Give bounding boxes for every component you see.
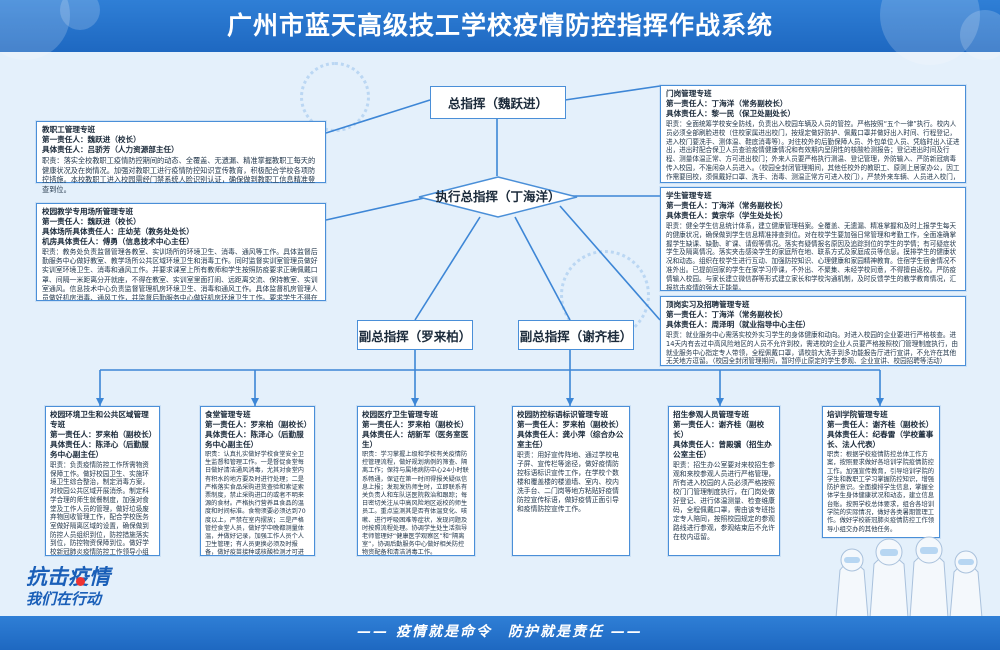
canteen-management-box: 食堂管理专班 第一责任人：罗来柏（副校长） 具体责任人：陈泽心（后勤服务中心副主…	[200, 406, 315, 556]
campaign-logo-subtitle: 我们在行动	[26, 590, 102, 608]
box-duty: 职责：招生办公室要对来校招生参观和来校参观人员进行严格管理，所有进入校园的人员必…	[673, 461, 775, 541]
environment-hygiene-box: 校园环境卫生和公共区域管理专班 第一责任人：罗来柏（副校长） 具体责任人：陈泽心…	[45, 406, 160, 556]
box-title: 培训学院管理专班	[827, 410, 888, 419]
medical-workers-illustration	[835, 536, 983, 618]
box-line: 第一责任人：罗来柏（副校长）	[50, 430, 157, 439]
box-duty: 职责：认真扎实做好学校食堂安全卫生监督和管理工作。一是督促食堂每日做好清洁通风消…	[205, 451, 306, 556]
box-line: 具体责任人：黄宗华（学生处处长）	[666, 211, 788, 220]
box-duty: 职责：根据学校疫情防控总体工作方案，按照要求做好各培训学院疫情防控工作。加强宣传…	[827, 451, 935, 533]
commander-box: 总指挥（魏跃进）	[430, 86, 566, 119]
footer-band	[0, 616, 1000, 650]
box-line: 第一责任人：罗来柏（副校长）	[205, 420, 312, 429]
box-line: 第一责任人：丁海洋（常务副校长）	[666, 310, 788, 319]
deputy-commander-1-box: 副总指挥（罗来柏）	[357, 320, 473, 350]
training-college-box: 培训学院管理专班 第一责任人：谢齐桂（副校长） 具体责任人：纪春雷（学校董事长、…	[822, 406, 940, 538]
box-duty: 职责：健全学生信息统计体系，建立健康管理档案。全覆盖、无遗漏、精准掌握和及时上报…	[666, 222, 957, 291]
box-title: 学生管理专班	[666, 191, 712, 200]
box-line: 第一责任人：丁海洋（常务副校长）	[666, 99, 788, 108]
box-duty: 职责：全面统筹学校安全防线，负责出入校园车辆及人员的管控。严格按照“五个一律”执…	[666, 120, 960, 182]
box-duty: 职责：落实全校教职工疫情防控期间的动态、全覆盖、无遗漏、精准掌握教职工每天的健康…	[42, 156, 316, 194]
commander-label: 总指挥（魏跃进）	[447, 96, 548, 111]
box-line: 具体责任人：陈泽心（后勤服务中心副主任）	[205, 430, 304, 449]
gate-management-box: 门岗管理专班 第一责任人：丁海洋（常务副校长） 具体责任人：黎一民（保卫处副处长…	[660, 85, 966, 183]
box-line: 第一责任人：谢齐桂（副校长）	[827, 420, 934, 429]
box-duty: 职责：负责疫情防控工作所需物资保障工作。做好校园卫生、实施环境卫生综合整治，制定…	[50, 461, 149, 556]
student-management-box: 学生管理专班 第一责任人：丁海洋（常务副校长） 具体责任人：黄宗华（学生处处长）…	[660, 187, 966, 291]
box-line: 具体场所具体责任人：庄幼芜（教务处处长）	[42, 227, 194, 236]
deputy-commander-1-label: 副总指挥（罗来柏）	[358, 328, 472, 344]
medical-hygiene-box: 校园医疗卫生管理专班 第一责任人：罗来柏（副校长） 具体责任人：胡新军（医务室医…	[357, 406, 475, 556]
box-title: 食堂管理专班	[205, 410, 251, 419]
box-title: 校园教学专用场所管理专班	[42, 207, 134, 216]
box-line: 具体责任人：黎一民（保卫处副处长）	[666, 109, 796, 118]
box-title: 顶岗实习及招聘管理专班	[666, 300, 750, 309]
box-line: 具体责任人：陈泽心（后勤服务中心副主任）	[50, 440, 149, 459]
campaign-logo: 抗击疫情	[26, 565, 110, 589]
box-line: 具体责任人：纪春雷（学校董事长、法人代表）	[827, 430, 934, 449]
box-line: 第一责任人：谢齐桂（副校长）	[673, 420, 765, 439]
logo-heart-icon	[76, 577, 85, 586]
box-duty: 职责：教务处负责监督管理各教室、实训场所的环境卫生、消毒、通风等工作。具体监督后…	[42, 248, 318, 301]
box-title: 招生参观人员管理专班	[673, 410, 749, 419]
box-title: 校园医疗卫生管理专班	[362, 410, 438, 419]
box-line: 第一责任人：魏跃进（校长）	[42, 217, 141, 226]
box-duty: 职责：学习掌握上级和学校有关疫情防控管理流程，做好规划病例的筛查、隔离工作；保持…	[362, 451, 469, 556]
visitor-management-box: 招生参观人员管理专班 第一责任人：谢齐桂（副校长） 具体责任人：曾殿骥（招生办公…	[668, 406, 780, 556]
box-title: 教职工管理专班	[42, 125, 96, 134]
box-line: 机房具体责任人：傅勇（信息技术中心主任）	[42, 237, 194, 246]
exec-commander-box: 执行总指挥（丁海洋）	[418, 176, 578, 218]
box-line: 具体责任人：曾殿骥（招生办公室主任）	[673, 440, 772, 459]
box-line: 具体责任人：胡新军（医务室医生）	[362, 430, 469, 449]
box-line: 第一责任人：罗来柏（副校长）	[362, 420, 469, 429]
box-line: 具体责任人：周泽明（就业指导中心主任）	[666, 320, 811, 329]
box-line: 第一责任人：丁海洋（常务副校长）	[666, 201, 788, 210]
teaching-venue-box: 校园教学专用场所管理专班 第一责任人：魏跃进（校长） 具体场所具体责任人：庄幼芜…	[36, 203, 326, 301]
deputy-commander-2-box: 副总指挥（谢齐桂）	[518, 320, 634, 350]
box-title: 校园环境卫生和公共区域管理专班	[50, 410, 149, 429]
box-line: 具体责任人：龚小萍（综合办公室主任）	[517, 430, 624, 449]
deputy-commander-2-label: 副总指挥（谢齐桂）	[519, 328, 633, 344]
box-line: 第一责任人：魏跃进（校长）	[42, 135, 141, 144]
box-duty: 职责：就业服务中心需落实校外实习学生的身体健康和动向。对进入校园的企业要进行严格…	[666, 331, 958, 366]
box-line: 第一责任人：罗来柏（副校长）	[517, 420, 624, 429]
signage-management-box: 校园防控标语标识管理专班 第一责任人：罗来柏（副校长） 具体责任人：龚小萍（综合…	[512, 406, 630, 556]
internship-recruitment-box: 顶岗实习及招聘管理专班 第一责任人：丁海洋（常务副校长） 具体责任人：周泽明（就…	[660, 296, 966, 366]
staff-management-box: 教职工管理专班 第一责任人：魏跃进（校长） 具体责任人：吕骄芳（人力资源部主任）…	[36, 121, 326, 194]
box-title: 校园防控标语标识管理专班	[517, 410, 609, 419]
box-line: 具体责任人：吕骄芳（人力资源部主任）	[42, 145, 179, 154]
header-banner	[0, 0, 1000, 65]
footer-slogan: —— 疫情就是命令 防护就是责任 ——	[357, 624, 643, 640]
exec-commander-label: 执行总指挥（丁海洋）	[435, 189, 561, 204]
box-duty: 职责：用好宣传阵地、通过学校电子屏、宣传栏等途径，做好疫情防控标语标识宣传工作，…	[517, 451, 619, 513]
box-title: 门岗管理专班	[666, 89, 712, 98]
page-title: 广州市蓝天高级技工学校疫情防控指挥作战系统	[226, 11, 773, 40]
